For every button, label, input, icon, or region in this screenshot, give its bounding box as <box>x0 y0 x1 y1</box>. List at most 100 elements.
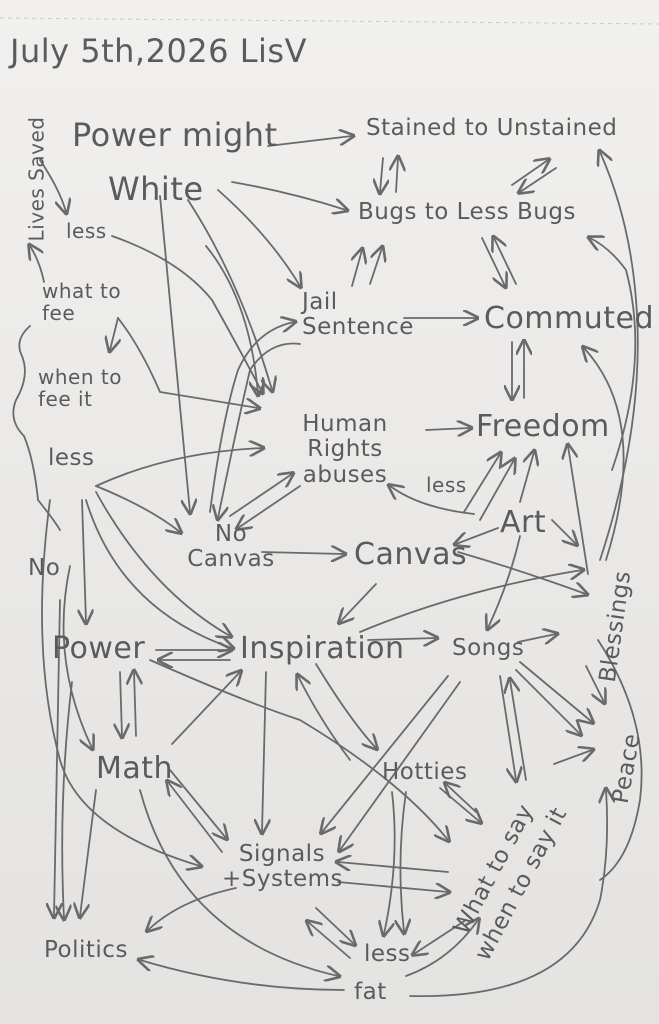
arrow-white-to-hr <box>187 199 272 390</box>
arrow-wtsay-to-peace <box>553 750 592 765</box>
arrow-no-canvas-hr-a <box>229 474 292 517</box>
arrow-left-brace <box>12 325 61 531</box>
arrow-signals-to-what <box>337 881 448 892</box>
node-signals-systems: Signals +Systems <box>222 841 344 893</box>
arrow-no-to-politics <box>54 599 60 916</box>
arrow-fat-to-peace <box>409 790 607 997</box>
arrow-inspiration-to-hotties <box>315 663 376 748</box>
arrow-stained-bugs-up <box>396 158 398 193</box>
arrow-art-to-blessings <box>551 519 576 544</box>
node-math: Math <box>96 751 174 786</box>
arrow-what-to-less <box>414 919 467 954</box>
node-art: Art <box>500 505 547 540</box>
node-no: No <box>28 555 61 581</box>
arrow-fat-to-politics <box>140 960 345 991</box>
arrow-less-to-signals <box>308 922 351 959</box>
arrow-songs-to-peace-2 <box>515 669 580 734</box>
arrow-no-canvas-to-canvas <box>261 552 344 554</box>
arrow-less-top-to-hr <box>111 235 262 392</box>
arrow-power-math-b <box>134 672 136 737</box>
arrow-art-to-freedom-b <box>479 460 514 521</box>
arrow-signals-to-less <box>315 907 354 944</box>
node-songs: Songs <box>452 635 525 661</box>
arrow-blessings-to-peace <box>585 665 604 702</box>
arrow-power-to-politics <box>62 681 73 918</box>
arrow-canvas-to-inspiration <box>340 583 377 622</box>
arrow-no-to-math <box>62 565 92 748</box>
arrow-math-to-fat <box>139 789 338 976</box>
arrow-songs-to-signals-2 <box>340 681 461 850</box>
arrow-signals-to-politics <box>148 887 237 930</box>
node-fat: fat <box>354 979 387 1005</box>
arrow-hr-to-freedom <box>425 428 470 430</box>
arrow-jail-to-no-canvas <box>218 342 301 518</box>
arrow-what-to-fee-down <box>110 317 118 350</box>
node-power: Power <box>52 631 146 666</box>
arrow-signals-to-math <box>168 782 223 853</box>
arrow-math-to-politics <box>80 789 97 916</box>
node-less-middle: less <box>48 445 95 471</box>
node-freedom: Freedom <box>476 409 610 444</box>
arrow-stained-bugs-down <box>380 157 383 192</box>
arrow-hotties-to-less-b <box>400 791 406 932</box>
arrow-fat-to-what <box>405 920 478 977</box>
node-less-top: less <box>66 219 107 243</box>
arrow-inspiration-to-signals <box>262 671 266 832</box>
arrow-jail-to-bugs-b <box>369 248 382 285</box>
node-politics: Politics <box>44 937 128 963</box>
arrow-canvas-to-blessings <box>457 551 586 594</box>
arrow-songs-to-blessings <box>517 634 556 642</box>
arrow-white-to-bugs <box>231 181 346 210</box>
node-commuted: Commuted <box>484 301 655 336</box>
arrow-songs-to-signals <box>322 675 449 832</box>
arrow-jail-to-bugs-a <box>352 250 362 287</box>
arrow-power-might-to-hr-2 <box>205 245 258 394</box>
node-less-art: less <box>426 473 467 497</box>
arrow-art-to-canvas <box>456 527 499 544</box>
arrow-less-to-power <box>82 499 86 622</box>
arrow-hotties-to-less-a <box>384 791 396 934</box>
arrow-bugs-to-commuted-b <box>494 238 517 285</box>
arrow-bugs-to-commuted-a <box>481 237 505 286</box>
node-lives-saved: Lives Saved <box>24 116 49 242</box>
arrow-hotties-what-a <box>439 787 480 822</box>
node-less-bottom: less <box>364 941 411 967</box>
arrow-left-curve-big <box>41 499 200 866</box>
arrow-less-to-lives-saved <box>30 246 45 283</box>
arrow-unstained-bugs-b <box>520 167 557 192</box>
page-top-perforation <box>0 17 659 25</box>
arrow-less-to-inspiration <box>85 499 232 648</box>
node-inspiration: Inspiration <box>240 631 405 666</box>
arrow-white-down-to-no-canvas <box>159 195 190 512</box>
arrow-hotties-what-b <box>446 784 477 813</box>
arrow-no-canvas-to-jail <box>209 322 294 513</box>
date-author-line: July 5th,2026 LisV <box>10 32 307 70</box>
node-hotties: Hotties <box>382 759 468 785</box>
arrow-blessings-up-to-freedom <box>568 446 589 575</box>
node-bugs-to-less-bugs: Bugs to Less Bugs <box>358 199 576 225</box>
arrow-what-to-fee-branch <box>117 317 258 408</box>
arrow-right-loop-to-unstained <box>600 152 639 561</box>
arrow-less-to-no-canvas <box>95 485 180 532</box>
arrow-right-loop-to-bugs <box>590 238 637 471</box>
node-human-rights-abuses: Human Rights abuses <box>302 411 388 488</box>
arrow-less-to-inspiration-2 <box>95 491 230 636</box>
arrow-art-to-songs <box>488 535 521 628</box>
node-no-canvas: No Canvas <box>187 521 275 573</box>
arrow-blessings-loop-bottom <box>597 639 643 881</box>
node-power-might: Power might <box>72 116 278 154</box>
node-white: White <box>108 170 204 208</box>
arrow-songs-to-what-to-say-b <box>510 680 527 781</box>
node-when-to-fee-it: when to fee it <box>38 365 122 411</box>
arrow-blessings-to-commuted <box>584 348 625 561</box>
arrow-inspiration-to-songs <box>367 638 436 640</box>
arrow-power-math-a <box>120 671 122 736</box>
arrow-lives-saved-to-less <box>39 159 66 212</box>
arrow-songs-to-what-to-say-a <box>499 675 516 780</box>
arrow-power-to-what-to-say <box>149 659 448 840</box>
arrow-hotties-to-inspiration <box>298 676 351 761</box>
arrow-power-might-to-stained <box>267 136 352 147</box>
node-jail-sentence: Jail Sentence <box>302 289 414 341</box>
